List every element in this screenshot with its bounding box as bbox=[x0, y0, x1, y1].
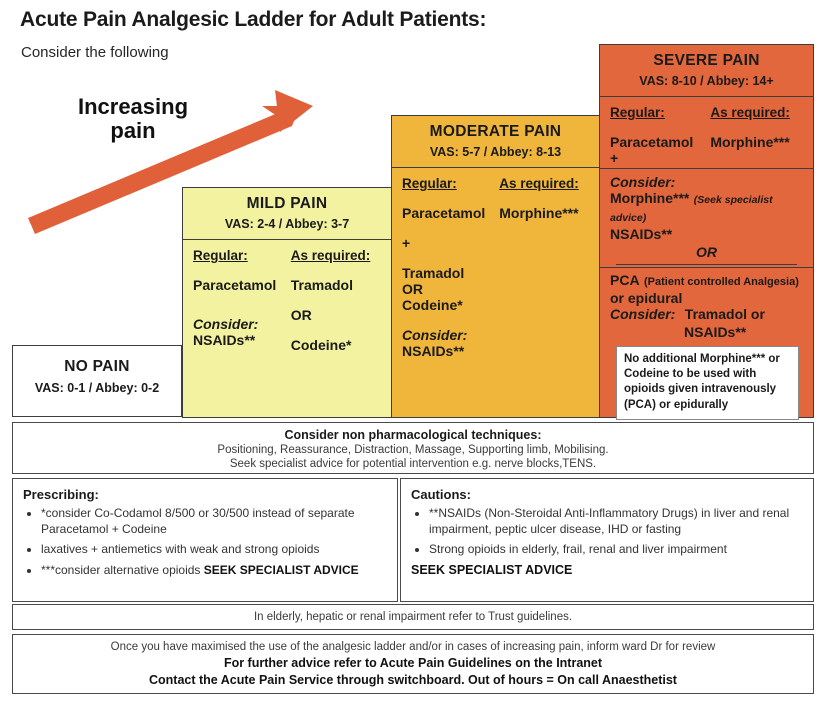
severe-consider2-label: Consider: bbox=[610, 306, 676, 322]
cautions-panel: Cautions: **NSAIDs (Non-Steroidal Anti-I… bbox=[400, 478, 814, 602]
list-item: Strong opioids in elderly, frail, renal … bbox=[429, 542, 803, 558]
severe-prn-column: As required: Morphine*** bbox=[710, 105, 803, 166]
page-title: Acute Pain Analgesic Ladder for Adult Pa… bbox=[20, 8, 487, 31]
severe-pain-header: SEVERE PAIN VAS: 8-10 / Abbey: 14+ bbox=[600, 45, 813, 97]
severe-pain-regular-section: Regular: Paracetamol + As required: Morp… bbox=[600, 97, 813, 168]
mild-regular-heading: Regular: bbox=[193, 248, 248, 263]
severe-pca-note: (Patient controlled Analgesia) bbox=[644, 276, 799, 288]
footer-panel: Once you have maximised the use of the a… bbox=[12, 634, 814, 694]
severe-consider-drug-1-note: (Seek specialist advice) bbox=[610, 194, 773, 224]
mild-pain-title: MILD PAIN bbox=[246, 195, 328, 212]
prescribing-list: *consider Co-Codamol 8/500 or 30/500 ins… bbox=[23, 506, 387, 578]
moderate-pain-prn-column: As required: Morphine*** bbox=[499, 176, 589, 359]
non-pharm-line-2: Seek specialist advice for potential int… bbox=[229, 458, 597, 470]
severe-consider-drug-2: NSAIDs** bbox=[610, 226, 673, 242]
severe-pca-row: PCA (Patient controlled Analgesia) bbox=[610, 272, 803, 290]
severe-consider2-drug-2: NSAIDs** bbox=[684, 324, 747, 340]
moderate-regular-heading: Regular: bbox=[402, 176, 457, 191]
trust-guidelines-note: In elderly, hepatic or renal impairment … bbox=[12, 604, 814, 630]
mild-consider-label: Consider: bbox=[193, 316, 259, 332]
page-subtitle: Consider the following bbox=[21, 44, 169, 61]
mild-pain-regular-column: Regular: Paracetamol Consider: NSAIDs** bbox=[193, 248, 291, 353]
moderate-consider-label: Consider: bbox=[402, 327, 468, 343]
severe-consider2-drug-1: Tramadol or bbox=[684, 306, 765, 322]
mild-pain-vas: VAS: 2-4 / Abbey: 3-7 bbox=[224, 217, 350, 231]
mild-pain-header: MILD PAIN VAS: 2-4 / Abbey: 3-7 bbox=[183, 188, 391, 240]
mild-regular-drug: Paracetamol bbox=[193, 277, 277, 293]
step-no-pain: NO PAIN VAS: 0-1 / Abbey: 0-2 bbox=[12, 345, 182, 417]
step-mild-pain: MILD PAIN VAS: 2-4 / Abbey: 3-7 Regular:… bbox=[182, 187, 392, 418]
severe-warning-box: No additional Morphine*** or Codeine to … bbox=[616, 346, 799, 420]
severe-pca: PCA bbox=[610, 272, 640, 288]
severe-regular-drug: Paracetamol bbox=[610, 134, 694, 150]
severe-prn-heading: As required: bbox=[710, 105, 790, 120]
increasing-pain-line2: pain bbox=[110, 118, 156, 144]
moderate-pain-title: MODERATE PAIN bbox=[429, 123, 562, 140]
list-item: **NSAIDs (Non-Steroidal Anti-Inflammator… bbox=[429, 506, 803, 537]
non-pharmacological-panel: Consider non pharmacological techniques:… bbox=[12, 422, 814, 474]
mild-prn-or: OR bbox=[290, 307, 312, 323]
no-pain-title: NO PAIN bbox=[64, 358, 130, 375]
severe-pain-title: SEVERE PAIN bbox=[653, 52, 760, 69]
severe-or: OR bbox=[696, 244, 717, 260]
non-pharm-line-1: Positioning, Reassurance, Distraction, M… bbox=[217, 444, 609, 456]
severe-or-divider bbox=[616, 264, 797, 265]
increasing-pain-line1: Increasing bbox=[77, 94, 189, 119]
list-item: *consider Co-Codamol 8/500 or 30/500 ins… bbox=[41, 506, 387, 537]
list-item: ***consider alternative opioids SEEK SPE… bbox=[41, 563, 387, 579]
severe-consider2-row: Consider: Tramadol or bbox=[610, 306, 803, 324]
prescribing-bullet-3-bold: SEEK SPECIALIST ADVICE bbox=[203, 562, 359, 577]
moderate-drug-a: Tramadol bbox=[402, 265, 465, 281]
increasing-pain-label: Increasing pain bbox=[38, 94, 228, 144]
severe-pca-line2: or epidural bbox=[610, 290, 683, 306]
moderate-pain-regular-column: Regular: Paracetamol + Tramadol OR Codei… bbox=[402, 176, 499, 359]
moderate-pain-header: MODERATE PAIN VAS: 5-7 / Abbey: 8-13 bbox=[392, 116, 599, 168]
mild-consider-drug: NSAIDs** bbox=[193, 332, 256, 348]
increasing-pain-arrow-icon bbox=[28, 90, 313, 234]
moderate-consider-drug: NSAIDs** bbox=[402, 343, 465, 359]
cautions-seek-advice: SEEK SPECIALIST ADVICE bbox=[411, 562, 573, 577]
cautions-list: **NSAIDs (Non-Steroidal Anti-Inflammator… bbox=[411, 506, 803, 558]
mild-pain-prn-column: As required: Tramadol OR Codeine* bbox=[291, 248, 381, 353]
moderate-plus: + bbox=[402, 235, 411, 251]
cautions-heading: Cautions: bbox=[411, 487, 471, 502]
severe-consider-drug-1-row: Morphine*** (Seek specialist advice) bbox=[610, 190, 803, 226]
severe-pain-pca-section: PCA (Patient controlled Analgesia) or ep… bbox=[600, 267, 813, 424]
severe-consider-label: Consider: bbox=[610, 174, 676, 190]
non-pharm-heading: Consider non pharmacological techniques: bbox=[284, 428, 542, 442]
severe-pain-consider-section: Consider: Morphine*** (Seek specialist a… bbox=[600, 168, 813, 267]
footer-line-1: Once you have maximised the use of the a… bbox=[110, 641, 716, 653]
footer-line-2: For further advice refer to Acute Pain G… bbox=[223, 656, 603, 670]
prescribing-heading: Prescribing: bbox=[23, 487, 99, 502]
moderate-regular-drug: Paracetamol bbox=[402, 205, 486, 221]
footer-line-3: Contact the Acute Pain Service through s… bbox=[149, 673, 677, 687]
severe-consider-drug-1: Morphine*** bbox=[610, 190, 690, 206]
moderate-prn-drug: Morphine*** bbox=[499, 205, 579, 221]
prescribing-panel: Prescribing: *consider Co-Codamol 8/500 … bbox=[12, 478, 398, 602]
moderate-prn-heading: As required: bbox=[499, 176, 579, 191]
severe-pain-vas: VAS: 8-10 / Abbey: 14+ bbox=[639, 74, 774, 88]
no-pain-vas: VAS: 0-1 / Abbey: 0-2 bbox=[34, 381, 160, 395]
severe-prn-drug: Morphine*** bbox=[710, 134, 790, 150]
moderate-pain-body: Regular: Paracetamol + Tramadol OR Codei… bbox=[392, 168, 599, 365]
moderate-drug-b: Codeine* bbox=[402, 297, 463, 313]
mild-prn-drug-2: Codeine* bbox=[290, 337, 352, 353]
mild-prn-heading: As required: bbox=[290, 248, 371, 263]
moderate-or: OR bbox=[402, 281, 423, 297]
prescribing-bullet-3-prefix: ***consider alternative opioids bbox=[41, 562, 204, 577]
step-moderate-pain: MODERATE PAIN VAS: 5-7 / Abbey: 8-13 Reg… bbox=[391, 115, 600, 418]
step-severe-pain: SEVERE PAIN VAS: 8-10 / Abbey: 14+ Regul… bbox=[599, 44, 814, 420]
mild-pain-body: Regular: Paracetamol Consider: NSAIDs** … bbox=[183, 240, 391, 359]
list-item: laxatives + antiemetics with weak and st… bbox=[41, 542, 387, 558]
severe-regular-column: Regular: Paracetamol + bbox=[610, 105, 710, 166]
moderate-pain-vas: VAS: 5-7 / Abbey: 8-13 bbox=[429, 145, 562, 159]
severe-regular-heading: Regular: bbox=[610, 105, 665, 120]
severe-plus: + bbox=[610, 150, 619, 166]
mild-prn-drug-1: Tramadol bbox=[290, 277, 353, 293]
